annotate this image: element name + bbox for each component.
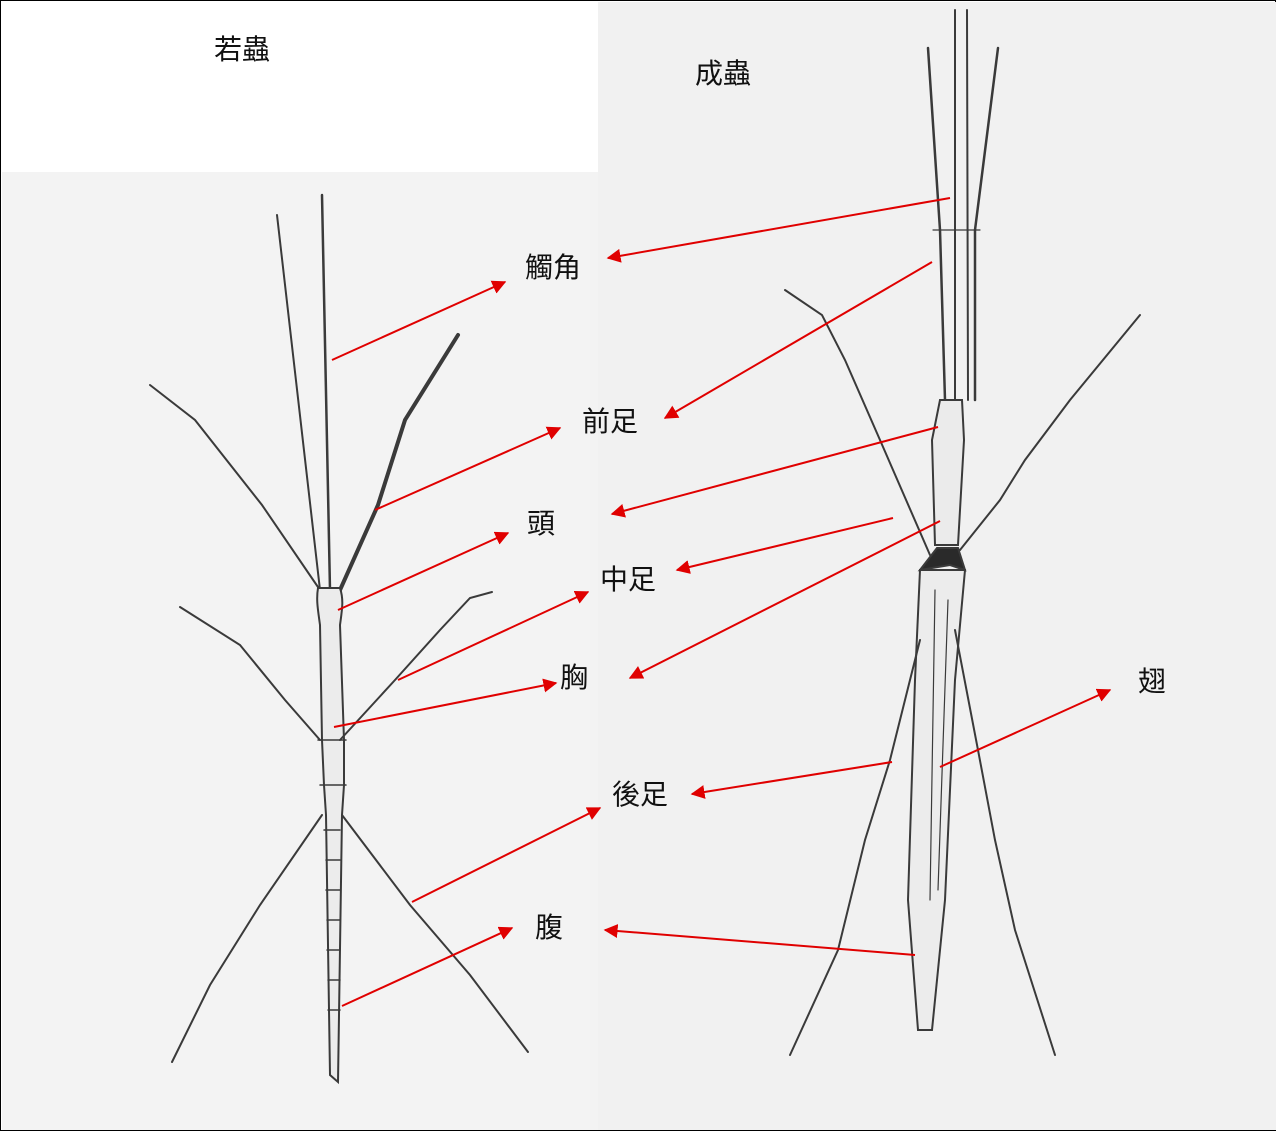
arrow-nymph-abdomen: [342, 928, 512, 1006]
arrow-nymph-foreleg: [375, 428, 560, 510]
label-thorax: 胸: [560, 664, 588, 692]
arrow-adult-abdomen: [605, 930, 915, 955]
label-foreleg: 前足: [582, 408, 638, 436]
label-hindleg: 後足: [612, 781, 668, 809]
arrow-nymph-head: [338, 533, 508, 610]
arrow-adult-hindleg: [692, 762, 892, 794]
label-wing: 翅: [1138, 668, 1166, 696]
nymph-title: 若蟲: [214, 36, 270, 64]
adult-insect-drawing: [785, 10, 1140, 1055]
arrow-adult-head: [612, 427, 938, 514]
nymph-insect-drawing: [150, 195, 528, 1082]
label-abdomen: 腹: [535, 914, 563, 942]
annotation-arrows: [332, 198, 1110, 1006]
arrow-adult-foreleg: [665, 262, 932, 418]
label-midleg: 中足: [600, 566, 656, 594]
arrow-nymph-hindleg: [412, 808, 600, 902]
adult-title: 成蟲: [695, 60, 751, 88]
label-antenna: 觸角: [525, 254, 581, 282]
label-head: 頭: [527, 510, 555, 538]
arrow-adult-wing: [940, 690, 1110, 767]
arrow-nymph-antenna: [332, 282, 505, 360]
arrow-nymph-thorax: [334, 683, 556, 727]
arrow-adult-antenna: [608, 198, 950, 258]
